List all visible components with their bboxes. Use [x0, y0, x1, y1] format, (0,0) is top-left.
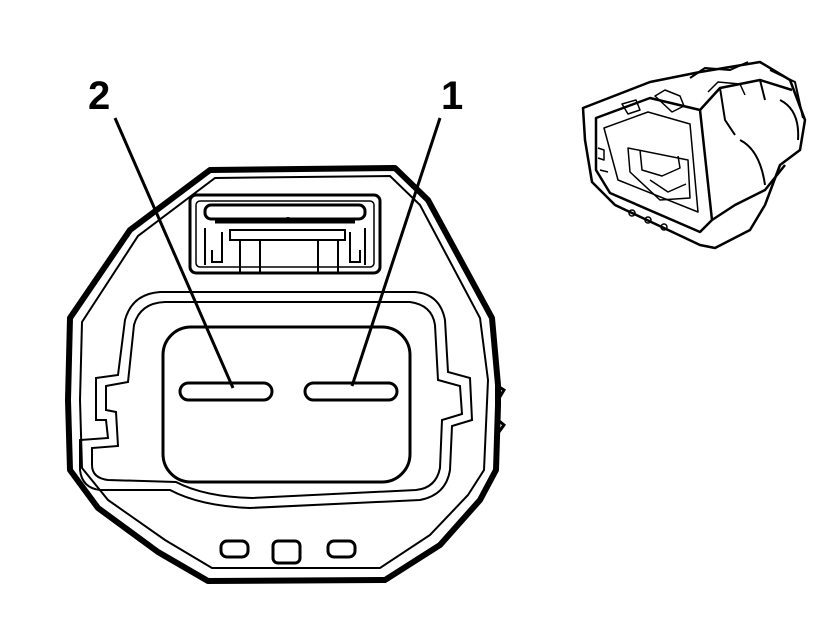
- locking-tab: [188, 193, 382, 275]
- connector-housing-inner: [78, 174, 490, 569]
- housing-notch: [494, 383, 507, 437]
- seal-contour-outer: [79, 291, 474, 510]
- bottom-pad-left: [219, 539, 250, 559]
- callout-label-2: 2: [88, 74, 111, 118]
- connector-housing-outer: [65, 165, 501, 584]
- terminal-slot-2: [178, 381, 274, 402]
- terminal-cavity: [161, 325, 412, 484]
- terminal-slot-1: [303, 381, 399, 402]
- leader-line-2: [113, 117, 235, 389]
- bottom-pad-center: [271, 539, 302, 565]
- seal-contour-inner: [91, 301, 464, 500]
- leader-line-1: [350, 117, 442, 387]
- callout-label-1: 1: [441, 74, 464, 118]
- bottom-pad-right: [326, 539, 357, 559]
- connector-perspective-view: [581, 60, 807, 250]
